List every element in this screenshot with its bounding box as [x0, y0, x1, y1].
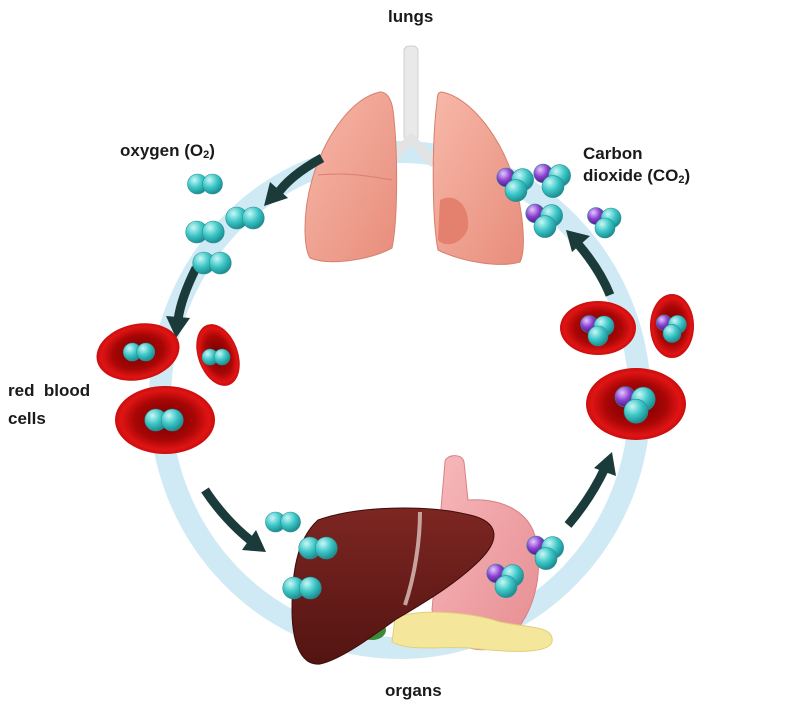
oxygen-molecule-icon — [122, 342, 156, 362]
carbon-dioxide-molecule-icon — [614, 386, 656, 424]
carbon-dioxide-molecule-icon — [486, 563, 524, 598]
carbon-dioxide-molecule-icon — [496, 167, 534, 202]
carbon-dioxide-molecule-icon — [587, 207, 622, 239]
lungs-label: lungs — [388, 6, 433, 28]
rbc-label-line1: red blood — [8, 381, 91, 400]
oxygen-molecule-icon — [201, 348, 231, 366]
arrowhead-2 — [166, 316, 190, 338]
carbon-dioxide-label: Carbon dioxide (CO2) — [583, 143, 690, 191]
co2-label-suffix: ) — [684, 166, 691, 185]
organs-label-text: organs — [385, 681, 442, 700]
left-lung — [304, 91, 398, 263]
carbon-dioxide-molecule-icon — [580, 315, 615, 347]
carbon-dioxide-molecule-icon — [533, 163, 571, 198]
arrow-cells-to-organs — [201, 487, 253, 544]
molecules — [122, 163, 687, 600]
liver-ligament — [403, 511, 422, 606]
carbon-dioxide-molecule-icon — [655, 314, 687, 343]
arrowhead-4 — [594, 452, 616, 476]
oxygen-molecule-icon — [282, 576, 322, 600]
arrow-cells-to-lungs — [574, 241, 615, 297]
arrow-oxygen-to-cells — [173, 265, 201, 321]
arrowhead-3 — [242, 530, 266, 552]
oxygen-molecule-icon — [298, 536, 338, 560]
lungs-illustration — [304, 45, 524, 265]
oxygen-label-prefix: oxygen (O — [120, 141, 204, 160]
oxygen-molecule-icon — [225, 206, 265, 230]
organs-illustration — [291, 455, 553, 665]
arrowhead-1 — [264, 182, 288, 206]
rbc-label-line2: cells — [8, 409, 46, 428]
oxygen-label: oxygen (O2) — [120, 140, 215, 166]
carbon-dioxide-molecule-icon — [525, 203, 563, 238]
co2-label-subscript: 2 — [678, 174, 685, 186]
co2-label-prefix: dioxide (CO — [583, 166, 679, 185]
carbon-dioxide-label-line2: dioxide (CO2) — [583, 165, 690, 191]
pancreas — [391, 611, 553, 652]
left-lung-fissure — [317, 173, 393, 181]
oxygen-molecule-icon — [265, 511, 301, 533]
arrow-organs-to-cells — [564, 466, 610, 528]
oxygen-molecule-icon — [185, 220, 225, 244]
heart-notch — [438, 197, 469, 245]
flow-arrows — [166, 154, 616, 552]
organs-label: organs — [385, 680, 442, 702]
oxygen-label-suffix: ) — [209, 141, 215, 160]
carbon-dioxide-molecule-icon — [526, 535, 564, 570]
lungs-label-text: lungs — [388, 7, 434, 26]
oxygen-molecule-icon — [192, 251, 232, 275]
red-blood-cells-label: red blood cells — [8, 380, 90, 430]
carbon-dioxide-label-line1: Carbon — [583, 144, 643, 163]
liver — [291, 507, 495, 665]
oxygen-molecule-icon — [144, 408, 184, 432]
oxygen-molecule-icon — [187, 173, 223, 195]
arrowhead-5 — [566, 230, 590, 252]
trachea — [403, 45, 419, 142]
oxygen-label-subscript: 2 — [203, 149, 210, 161]
